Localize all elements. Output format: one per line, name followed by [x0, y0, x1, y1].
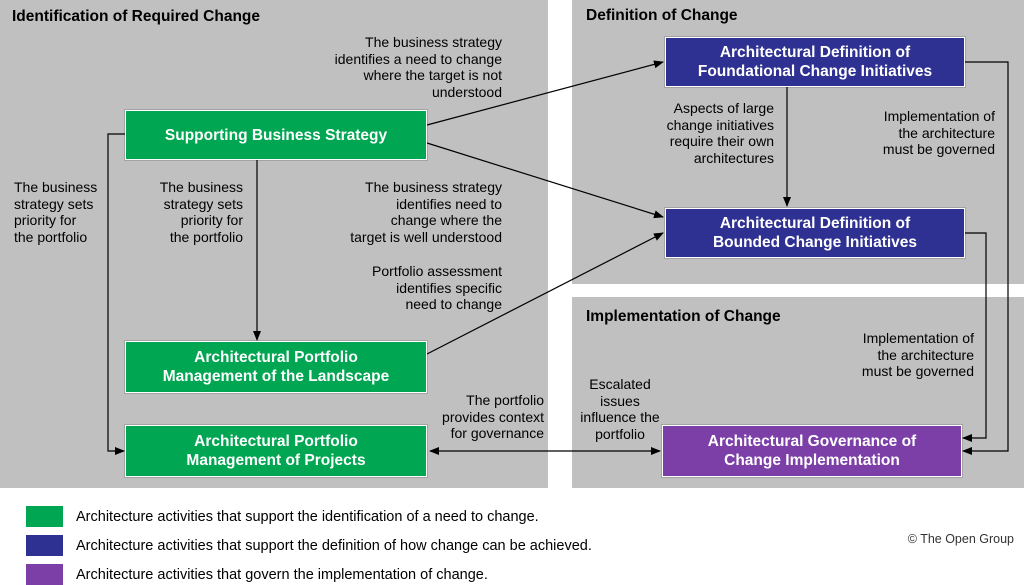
- legend-text-purple: Architecture activities that govern the …: [76, 567, 488, 583]
- legend-text-blue: Architecture activities that support the…: [76, 538, 592, 554]
- definition-title: Definition of Change: [586, 7, 738, 24]
- note-strategy-not-understood: The business strategy identifies a need …: [334, 34, 502, 100]
- legend-swatch-green: [26, 506, 63, 527]
- arrow-strategy-to-projects: [107, 133, 125, 455]
- note-governed-bottom: Implementation of the architecture must …: [861, 330, 974, 379]
- note-governed-top: Implementation of the architecture must …: [882, 108, 995, 157]
- identification-panel: [0, 0, 548, 488]
- legend-swatch-purple: [26, 564, 63, 585]
- arrow-landscape-to-bounded: [426, 232, 664, 355]
- note-priority-left: The business strategy sets priority for …: [14, 179, 98, 245]
- arrow-strategy-to-bounded: [426, 142, 664, 219]
- arrow-strategy-to-foundational: [426, 60, 664, 126]
- implementation-title: Implementation of Change: [586, 308, 781, 325]
- arrow-bounded-to-governance: [962, 232, 987, 442]
- note-escalated: Escalated issues influence the portfolio: [580, 376, 660, 442]
- note-strategy-well-understood: The business strategy identifies need to…: [350, 179, 502, 245]
- note-portfolio-assessment: Portfolio assessment identifies specific…: [372, 263, 502, 312]
- legend-text-green: Architecture activities that support the…: [76, 509, 539, 525]
- portfolio-projects-box: Architectural Portfolio Management of Pr…: [124, 424, 428, 478]
- note-aspects-large: Aspects of large change initiatives requ…: [666, 100, 774, 166]
- portfolio-landscape-box: Architectural Portfolio Management of th…: [124, 340, 428, 394]
- bounded-initiatives-box: Architectural Definition of Bounded Chan…: [664, 207, 966, 259]
- note-context-governance: The portfolio provides context for gover…: [442, 392, 544, 441]
- legend-swatch-blue: [26, 535, 63, 556]
- governance-box: Architectural Governance of Change Imple…: [661, 424, 963, 478]
- business-strategy-box: Supporting Business Strategy: [124, 109, 428, 161]
- copyright-notice: © The Open Group: [907, 532, 1014, 546]
- identification-title: Identification of Required Change: [12, 8, 261, 25]
- foundational-initiatives-box: Architectural Definition of Foundational…: [664, 36, 966, 88]
- arrow-foundational-to-governance: [962, 61, 1009, 455]
- note-priority-center: The business strategy sets priority for …: [159, 179, 243, 245]
